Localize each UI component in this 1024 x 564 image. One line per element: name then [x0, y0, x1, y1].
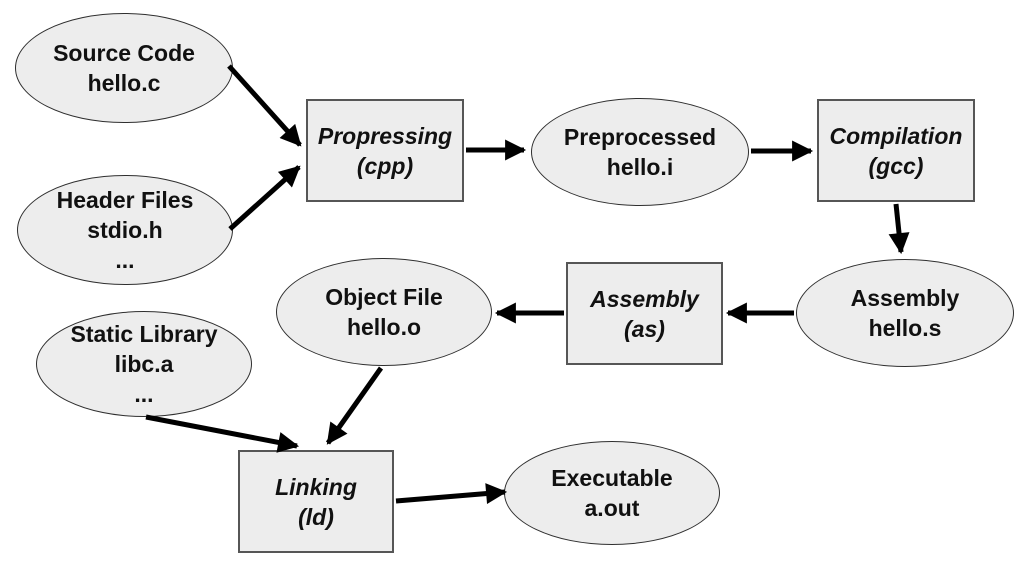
node-label: Source Code — [53, 40, 195, 66]
node-label: hello.s — [868, 315, 942, 341]
node-preprocessed-file: Preprocessed hello.i — [531, 98, 749, 206]
node-label: Static Library — [70, 321, 218, 347]
node-label: ... — [115, 247, 135, 273]
node-label: (ld) — [298, 503, 334, 530]
node-label: Object File — [325, 284, 443, 310]
node-label: Assembly — [590, 285, 699, 312]
node-label: stdio.h — [87, 217, 163, 243]
node-label: Linking — [275, 473, 357, 500]
node-source-code: Source Code hello.c — [15, 13, 233, 123]
node-label: libc.a — [114, 351, 174, 377]
node-label: Compilation — [829, 122, 963, 149]
node-label: (gcc) — [868, 152, 924, 179]
arrow-static-library-to-linking — [145, 414, 300, 453]
node-label: a.out — [584, 495, 640, 521]
node-label: hello.i — [606, 154, 674, 180]
node-label: Preprocessed — [563, 124, 717, 150]
arrow-header-files-to-preprocessing — [228, 165, 301, 231]
node-label: hello.o — [346, 314, 422, 340]
node-label: (as) — [624, 315, 665, 342]
node-linking-process: Linking (ld) — [238, 450, 394, 553]
arrow-object-file-to-linking — [325, 366, 384, 445]
node-executable: Executable a.out — [504, 441, 720, 545]
arrow-linking-to-executable — [395, 483, 508, 505]
node-compilation-process: Compilation (gcc) — [817, 99, 975, 202]
node-assembler-process: Assembly (as) — [566, 262, 723, 365]
node-object-file: Object File hello.o — [276, 258, 492, 366]
arrow-compilation-to-assembly-file — [888, 203, 910, 255]
node-label: Executable — [551, 465, 673, 491]
node-label: (cpp) — [356, 152, 414, 179]
node-label: Header Files — [56, 187, 194, 213]
node-label: hello.c — [87, 70, 161, 96]
arrow-source-code-to-preprocessing — [227, 64, 302, 147]
node-label: Propressing — [317, 122, 453, 149]
node-preprocessing-process: Propressing (cpp) — [306, 99, 464, 202]
node-header-files: Header Files stdio.h ... — [17, 175, 233, 285]
node-assembly-file: Assembly hello.s — [796, 259, 1014, 367]
node-static-library: Static Library libc.a ... — [36, 311, 252, 417]
node-label: ... — [134, 381, 154, 407]
node-label: Assembly — [850, 285, 960, 311]
